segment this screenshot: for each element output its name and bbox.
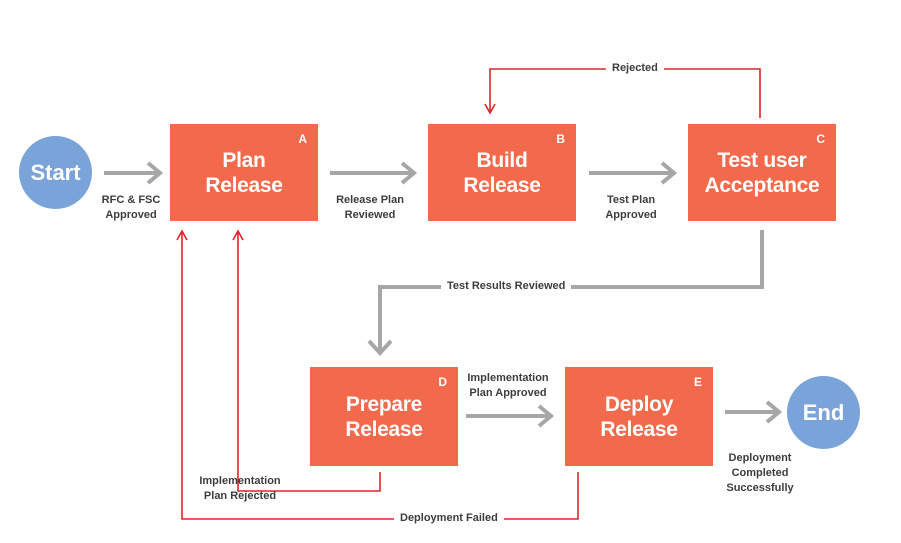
step-title-line: Deploy <box>604 392 674 416</box>
label-implementation-plan-approved: Implementation Plan Approved <box>458 371 558 401</box>
label-line: RFC & FSC <box>101 194 161 206</box>
step-title-line: Plan <box>222 148 266 172</box>
arrow-deploy-failed-to-plan <box>176 229 579 520</box>
label-rfc-fsc-approved: RFC & FSC Approved <box>94 193 168 223</box>
label-line: Implementation <box>467 372 549 384</box>
end-node: End <box>787 376 860 449</box>
label-line: Release Plan <box>336 194 404 206</box>
step-id-label: D <box>438 375 447 389</box>
step-title-line: Prepare <box>345 392 423 416</box>
step-id-label: E <box>693 375 702 389</box>
label-test-plan-approved: Test Plan Approved <box>594 193 668 223</box>
label-test-results-reviewed: Test Results Reviewed <box>441 279 572 294</box>
label-line: Successfully <box>726 482 794 494</box>
step-plan-release: A Plan Release <box>170 124 318 221</box>
start-node: Start <box>19 136 92 209</box>
label-line: Approved <box>105 209 157 221</box>
arrow-prepare-to-deploy <box>466 404 555 428</box>
step-id-label: B <box>556 132 565 146</box>
step-test-user-acceptance: C Test user Acceptance <box>688 124 836 221</box>
step-title-line: Release <box>463 173 541 197</box>
step-title: Test user Acceptance <box>705 148 820 198</box>
step-title: Build Release <box>463 148 541 198</box>
label-line: Plan Rejected <box>203 490 277 502</box>
label-line: Implementation <box>199 475 281 487</box>
step-title: Prepare Release <box>345 392 423 442</box>
arrow-deploy-to-end <box>725 400 783 424</box>
label-line: Approved <box>605 209 657 221</box>
arrow-build-to-test <box>589 161 678 185</box>
step-deploy-release: E Deploy Release <box>565 367 713 466</box>
step-title: Plan Release <box>205 148 283 198</box>
label-line: Deployment <box>728 452 792 464</box>
label-rejected: Rejected <box>606 61 664 76</box>
step-title-line: Build <box>476 148 528 172</box>
step-prepare-release: D Prepare Release <box>310 367 458 466</box>
label-implementation-plan-rejected: Implementation Plan Rejected <box>190 474 290 504</box>
step-title-line: Release <box>205 173 283 197</box>
arrow-prepare-rejected-to-plan <box>232 229 381 492</box>
arrow-test-rejected-to-build <box>484 68 761 118</box>
end-label: End <box>802 399 845 425</box>
step-title-line: Release <box>600 417 678 441</box>
label-line: Test Plan <box>606 194 656 206</box>
step-id-label: A <box>298 132 307 146</box>
step-title: Deploy Release <box>600 392 678 442</box>
label-line: Completed <box>731 467 789 479</box>
arrow-plan-to-build <box>330 161 418 185</box>
label-release-plan-reviewed: Release Plan Reviewed <box>330 193 410 223</box>
arrow-start-to-plan <box>104 161 164 185</box>
label-deployment-completed: Deployment Completed Successfully <box>718 451 802 496</box>
start-label: Start <box>30 159 81 185</box>
step-title-line: Test user <box>717 148 807 172</box>
step-title-line: Release <box>345 417 423 441</box>
step-build-release: B Build Release <box>428 124 576 221</box>
label-line: Reviewed <box>344 209 396 221</box>
label-deployment-failed: Deployment Failed <box>394 511 504 526</box>
label-line: Plan Approved <box>469 387 547 399</box>
step-title-line: Acceptance <box>704 173 820 197</box>
step-id-label: C <box>816 132 825 146</box>
